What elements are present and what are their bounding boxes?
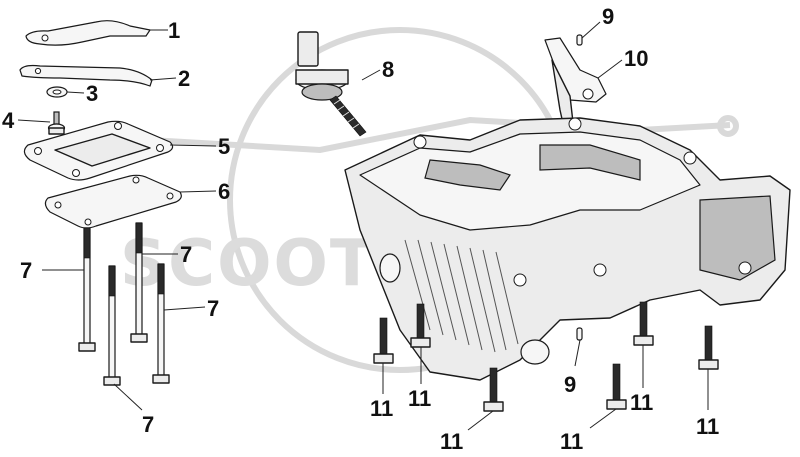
callout-11: 11 <box>560 429 583 454</box>
callout-7: 7 <box>20 258 32 283</box>
part-reed-petal <box>19 64 153 87</box>
callouts: 1 2 3 4 5 6 7 7 7 7 8 9 9 10 11 11 11 11… <box>2 4 719 454</box>
callout-10: 10 <box>624 46 648 71</box>
callout-11: 11 <box>408 386 431 411</box>
part-short-bolts <box>373 301 719 412</box>
leader-lines <box>17 21 709 431</box>
callout-4: 4 <box>2 108 15 133</box>
long-bolt <box>78 227 96 352</box>
callout-7: 7 <box>180 242 192 267</box>
callout-11: 11 <box>630 390 653 415</box>
short-bolt <box>606 363 627 410</box>
cooling-fins <box>404 239 519 353</box>
callout-7: 7 <box>142 412 154 437</box>
callout-11: 11 <box>696 414 719 439</box>
part-reed-stopper <box>25 20 151 46</box>
part-drain-plug <box>295 31 367 137</box>
part-washer <box>46 86 68 98</box>
short-bolt <box>698 325 719 370</box>
callout-11: 11 <box>440 429 463 454</box>
callout-9: 9 <box>602 4 614 29</box>
long-bolt <box>130 222 148 343</box>
part-reed-valve-cover <box>23 120 174 181</box>
callout-7: 7 <box>207 296 219 321</box>
callout-1: 1 <box>168 18 180 43</box>
callout-8: 8 <box>382 57 394 82</box>
part-dowel-pins <box>576 34 583 341</box>
callout-5: 5 <box>218 134 230 159</box>
callout-2: 2 <box>178 66 190 91</box>
long-bolt <box>103 265 121 386</box>
callout-6: 6 <box>218 179 230 204</box>
callout-3: 3 <box>86 81 98 106</box>
callout-11: 11 <box>370 396 393 421</box>
short-bolt <box>373 317 394 364</box>
part-small-screw <box>47 111 66 135</box>
part-long-bolts <box>78 222 170 386</box>
part-gasket <box>44 174 182 229</box>
long-bolt <box>152 263 170 384</box>
part-crankcase <box>344 117 791 381</box>
callout-9: 9 <box>564 372 576 397</box>
short-bolt <box>633 301 654 346</box>
short-bolt <box>483 367 504 412</box>
